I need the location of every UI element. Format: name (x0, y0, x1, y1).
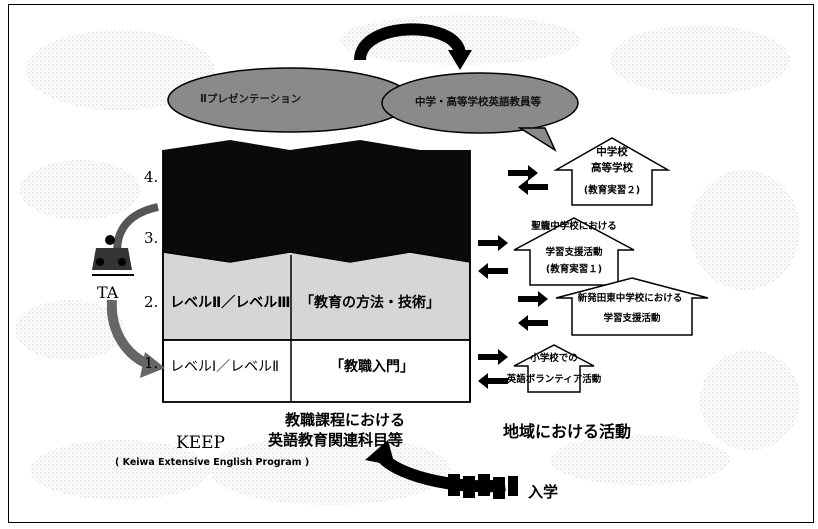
house-3 (555, 277, 709, 336)
level-block (162, 140, 471, 403)
level-4-number: 4. (144, 168, 159, 186)
speckle-cloud-background (15, 15, 800, 505)
house-4-line2: 英語ボランティア活動 (506, 374, 602, 385)
bubble-right-text: 中学・高等学校英語教員等 (415, 96, 541, 108)
house-2-line3: (教育実習１) (545, 264, 603, 275)
ta-label: TA (97, 283, 119, 302)
house-4 (513, 344, 595, 393)
entrance-label: 入学 (528, 483, 559, 501)
keep-subtitle: ( Keiwa Extensive English Program ) (115, 457, 310, 468)
house-1 (553, 137, 671, 206)
house-2 (513, 217, 635, 286)
keep-title: KEEP (176, 433, 225, 453)
row1-right-cell: 「教職入門」 (330, 359, 414, 375)
exchange-arrows (478, 165, 548, 389)
level-1-number: 1. (144, 354, 159, 372)
house-1-line3: (教育実習２) (583, 185, 641, 196)
ta-person-icon (92, 235, 134, 276)
level-4-band (163, 140, 470, 262)
house-4-line1: 小学校での (530, 353, 578, 364)
top-curved-arrow (354, 23, 466, 61)
ta-arrow-bottom (106, 299, 153, 370)
speech-bubble-right (381, 72, 579, 152)
house-1-line2: 高等学校 (591, 162, 633, 174)
level-2-number: 2. (144, 293, 159, 311)
level-3-number: 3. (144, 229, 159, 247)
house-2-line1: 聖籠中学校における (531, 221, 617, 232)
bottom-center-line2: 英語教育関連科目等 (268, 431, 404, 449)
community-title: 地域における活動 (503, 422, 632, 441)
house-3-line1: 新発田東中学校における (577, 293, 683, 304)
bubble-left-text: Ⅱプレゼンテーション (200, 93, 302, 105)
house-2-line2: 学習支援活動 (545, 247, 603, 258)
house-1-line1: 中学校 (596, 146, 628, 158)
row2-left-cell: レベルⅡ／レベルⅢ (170, 295, 291, 311)
students-icon (448, 474, 518, 499)
bottom-center-line1: 教職課程における (285, 411, 406, 429)
row1-left-cell: レベルⅠ／レベルⅡ (170, 359, 280, 375)
house-3-line2: 学習支援活動 (603, 313, 661, 324)
row2-right-cell: 「教育の方法・技術」 (300, 295, 440, 311)
